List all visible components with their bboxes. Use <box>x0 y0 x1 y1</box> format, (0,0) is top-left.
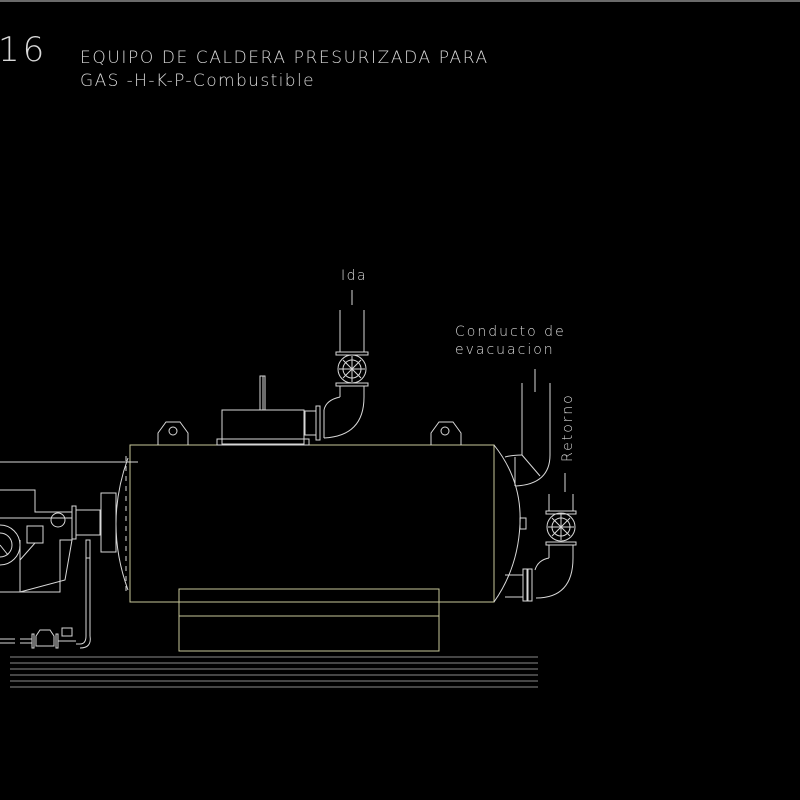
label-evacuacion: evacuacion <box>455 342 555 358</box>
sheet-border-top <box>0 0 800 2</box>
sheet-number: 16 <box>0 30 48 70</box>
front-head <box>0 456 138 594</box>
base-lines <box>10 656 538 688</box>
rear-head <box>493 444 527 603</box>
lifting-lugs <box>157 421 462 445</box>
drawing-title-line2: GAS -H-K-P-Combustible <box>80 71 315 91</box>
supply-pipe <box>304 290 369 441</box>
gas-train <box>0 539 91 649</box>
drawing-title-line1: EQUIPO DE CALDERA PRESURIZADA PARA <box>80 48 489 68</box>
exhaust-duct <box>504 369 551 487</box>
label-conducto: Conducto de <box>455 324 566 340</box>
burner <box>0 489 101 593</box>
control-box <box>216 375 310 446</box>
return-pipe <box>505 473 577 602</box>
boiler-shell <box>129 444 495 652</box>
label-ida: Ida <box>341 268 368 284</box>
